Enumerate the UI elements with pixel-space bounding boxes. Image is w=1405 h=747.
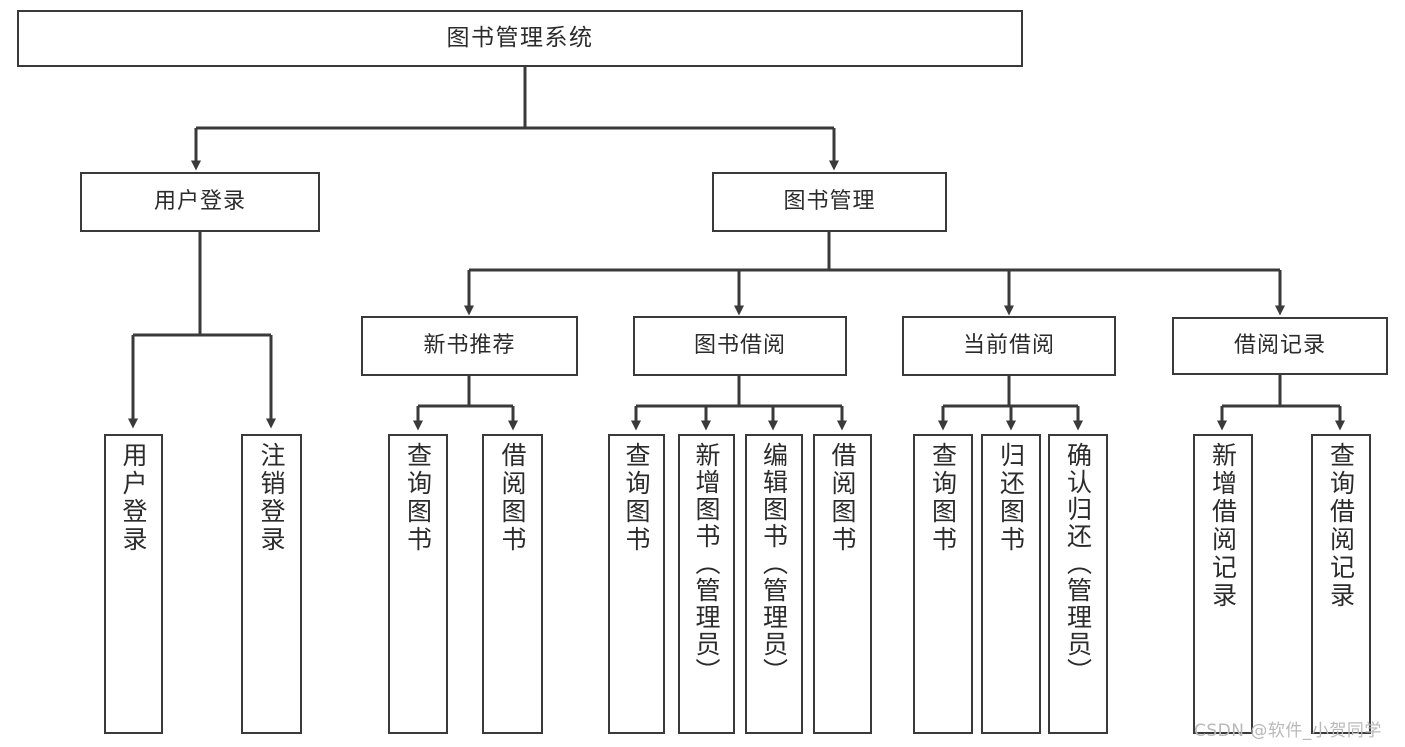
node-book-borrowing[interactable]: 图书借阅 <box>633 316 847 376</box>
node-current-borrowing[interactable]: 当前借阅 <box>902 316 1116 376</box>
node-label: 确认归还（管理员） <box>1063 442 1093 685</box>
leaf-add-borrowing-record[interactable]: 新增借阅记录 <box>1193 434 1253 734</box>
node-user-login[interactable]: 用户登录 <box>80 172 320 232</box>
node-book-management[interactable]: 图书管理 <box>712 172 947 232</box>
node-label: 用户登录 <box>119 442 148 554</box>
node-label: 当前借阅 <box>962 333 1055 359</box>
node-label: 新书推荐 <box>423 333 516 359</box>
leaf-query-book-recommendation[interactable]: 查询图书 <box>388 434 448 734</box>
leaf-return-book[interactable]: 归还图书 <box>981 434 1041 734</box>
leaf-query-borrowing-record[interactable]: 查询借阅记录 <box>1311 434 1371 734</box>
node-label: 新增借阅记录 <box>1208 442 1238 610</box>
leaf-borrow-book-borrowing[interactable]: 借阅图书 <box>813 434 872 734</box>
leaf-logout[interactable]: 注销登录 <box>241 434 302 734</box>
node-borrowing-records[interactable]: 借阅记录 <box>1172 317 1388 375</box>
node-label: 借阅记录 <box>1233 333 1326 359</box>
leaf-borrow-book-recommendation[interactable]: 借阅图书 <box>482 434 543 734</box>
node-label: 图书管理 <box>783 189 876 215</box>
node-label: 新增图书（管理员） <box>692 442 721 685</box>
node-label: 借阅图书 <box>498 442 527 554</box>
csdn-watermark: CSDN @软件_小贺同学 <box>1194 721 1382 741</box>
node-label: 用户登录 <box>153 189 246 215</box>
node-label: 借阅图书 <box>828 442 857 554</box>
node-label: 归还图书 <box>996 442 1026 554</box>
leaf-query-book-borrowing[interactable]: 查询图书 <box>608 434 665 734</box>
node-label: 图书管理系统 <box>446 24 594 51</box>
node-label: 查询图书 <box>622 442 651 554</box>
leaf-add-book-admin[interactable]: 新增图书（管理员） <box>678 434 735 734</box>
node-root-book-management-system[interactable]: 图书管理系统 <box>17 10 1023 67</box>
node-label: 注销登录 <box>257 442 286 554</box>
leaf-confirm-return-admin[interactable]: 确认归还（管理员） <box>1048 434 1108 734</box>
leaf-edit-book-admin[interactable]: 编辑图书（管理员） <box>745 434 803 734</box>
node-label: 查询图书 <box>403 442 433 554</box>
node-label: 编辑图书（管理员） <box>759 442 789 685</box>
node-label: 查询借阅记录 <box>1326 442 1356 610</box>
node-new-book-recommendation[interactable]: 新书推荐 <box>361 316 578 376</box>
node-label: 查询图书 <box>928 442 958 554</box>
leaf-user-login[interactable]: 用户登录 <box>104 434 163 734</box>
node-label: 图书借阅 <box>693 333 786 359</box>
leaf-query-book-current[interactable]: 查询图书 <box>913 434 973 734</box>
